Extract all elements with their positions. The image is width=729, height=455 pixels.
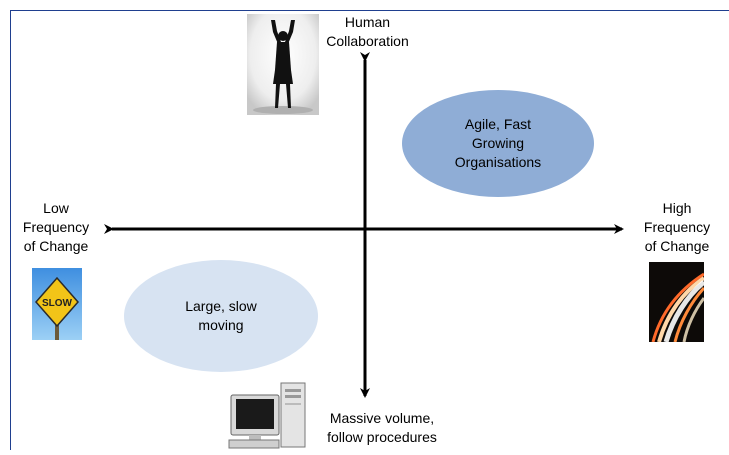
agile-organisations-label: Agile, Fast Growing Organisations [454, 116, 542, 170]
right-axis-label: High Frequency of Change [643, 200, 711, 254]
desktop-computer-icon [227, 381, 307, 450]
slow-sign-icon: SLOW [32, 268, 82, 340]
bottom-axis-label: Massive volume, follow procedures [327, 410, 437, 445]
frame-left-line [10, 10, 11, 450]
person-arms-raised-icon [247, 14, 319, 115]
left-axis-label: Low Frequency of Change [22, 200, 90, 254]
frame-top-line [10, 10, 729, 11]
large-slow-moving-bubble: Large, slow moving [124, 260, 318, 372]
top-axis-label: Human Collaboration [326, 14, 409, 49]
slow-sign-text: SLOW [42, 298, 73, 309]
agile-organisations-bubble: Agile, Fast Growing Organisations [402, 90, 594, 197]
night-highway-lights-icon [649, 262, 706, 343]
large-slow-moving-label: Large, slow moving [185, 298, 257, 333]
